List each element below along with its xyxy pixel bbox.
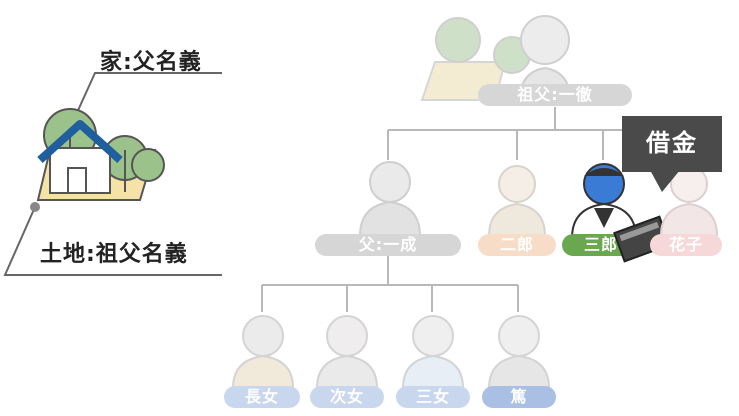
third-daughter-label: 三女: [396, 386, 470, 408]
third-daughter-figure: [401, 315, 465, 388]
saburo-figure: [570, 163, 638, 238]
father-figure: [358, 161, 422, 236]
property-lines: [3, 72, 222, 276]
second-daughter-figure: [315, 315, 379, 388]
house-icon: [37, 120, 123, 194]
eldest-daughter-figure: [231, 315, 295, 388]
jiro-label: 二郎: [478, 234, 556, 256]
land-owner-label: 土地:祖父名義: [40, 242, 188, 267]
property-illustration: 家:父名義 土地:祖父名義: [0, 0, 230, 290]
hanako-label: 花子: [650, 234, 722, 256]
debt-callout: 借金: [622, 116, 722, 172]
jiro-figure: [487, 165, 547, 236]
atsushi-figure: [487, 315, 551, 388]
debt-callout-pointer: [650, 170, 680, 192]
father-label: 父:一成: [315, 234, 461, 256]
hanako-figure: [659, 165, 719, 236]
grandfather-label: 祖父:一徹: [478, 84, 632, 106]
atsushi-label: 篤: [482, 386, 556, 408]
land-anchor-dot: [30, 202, 40, 212]
eldest-daughter-label: 長女: [224, 386, 300, 408]
house-owner-label: 家:父名義: [100, 50, 202, 75]
second-daughter-label: 次女: [310, 386, 384, 408]
